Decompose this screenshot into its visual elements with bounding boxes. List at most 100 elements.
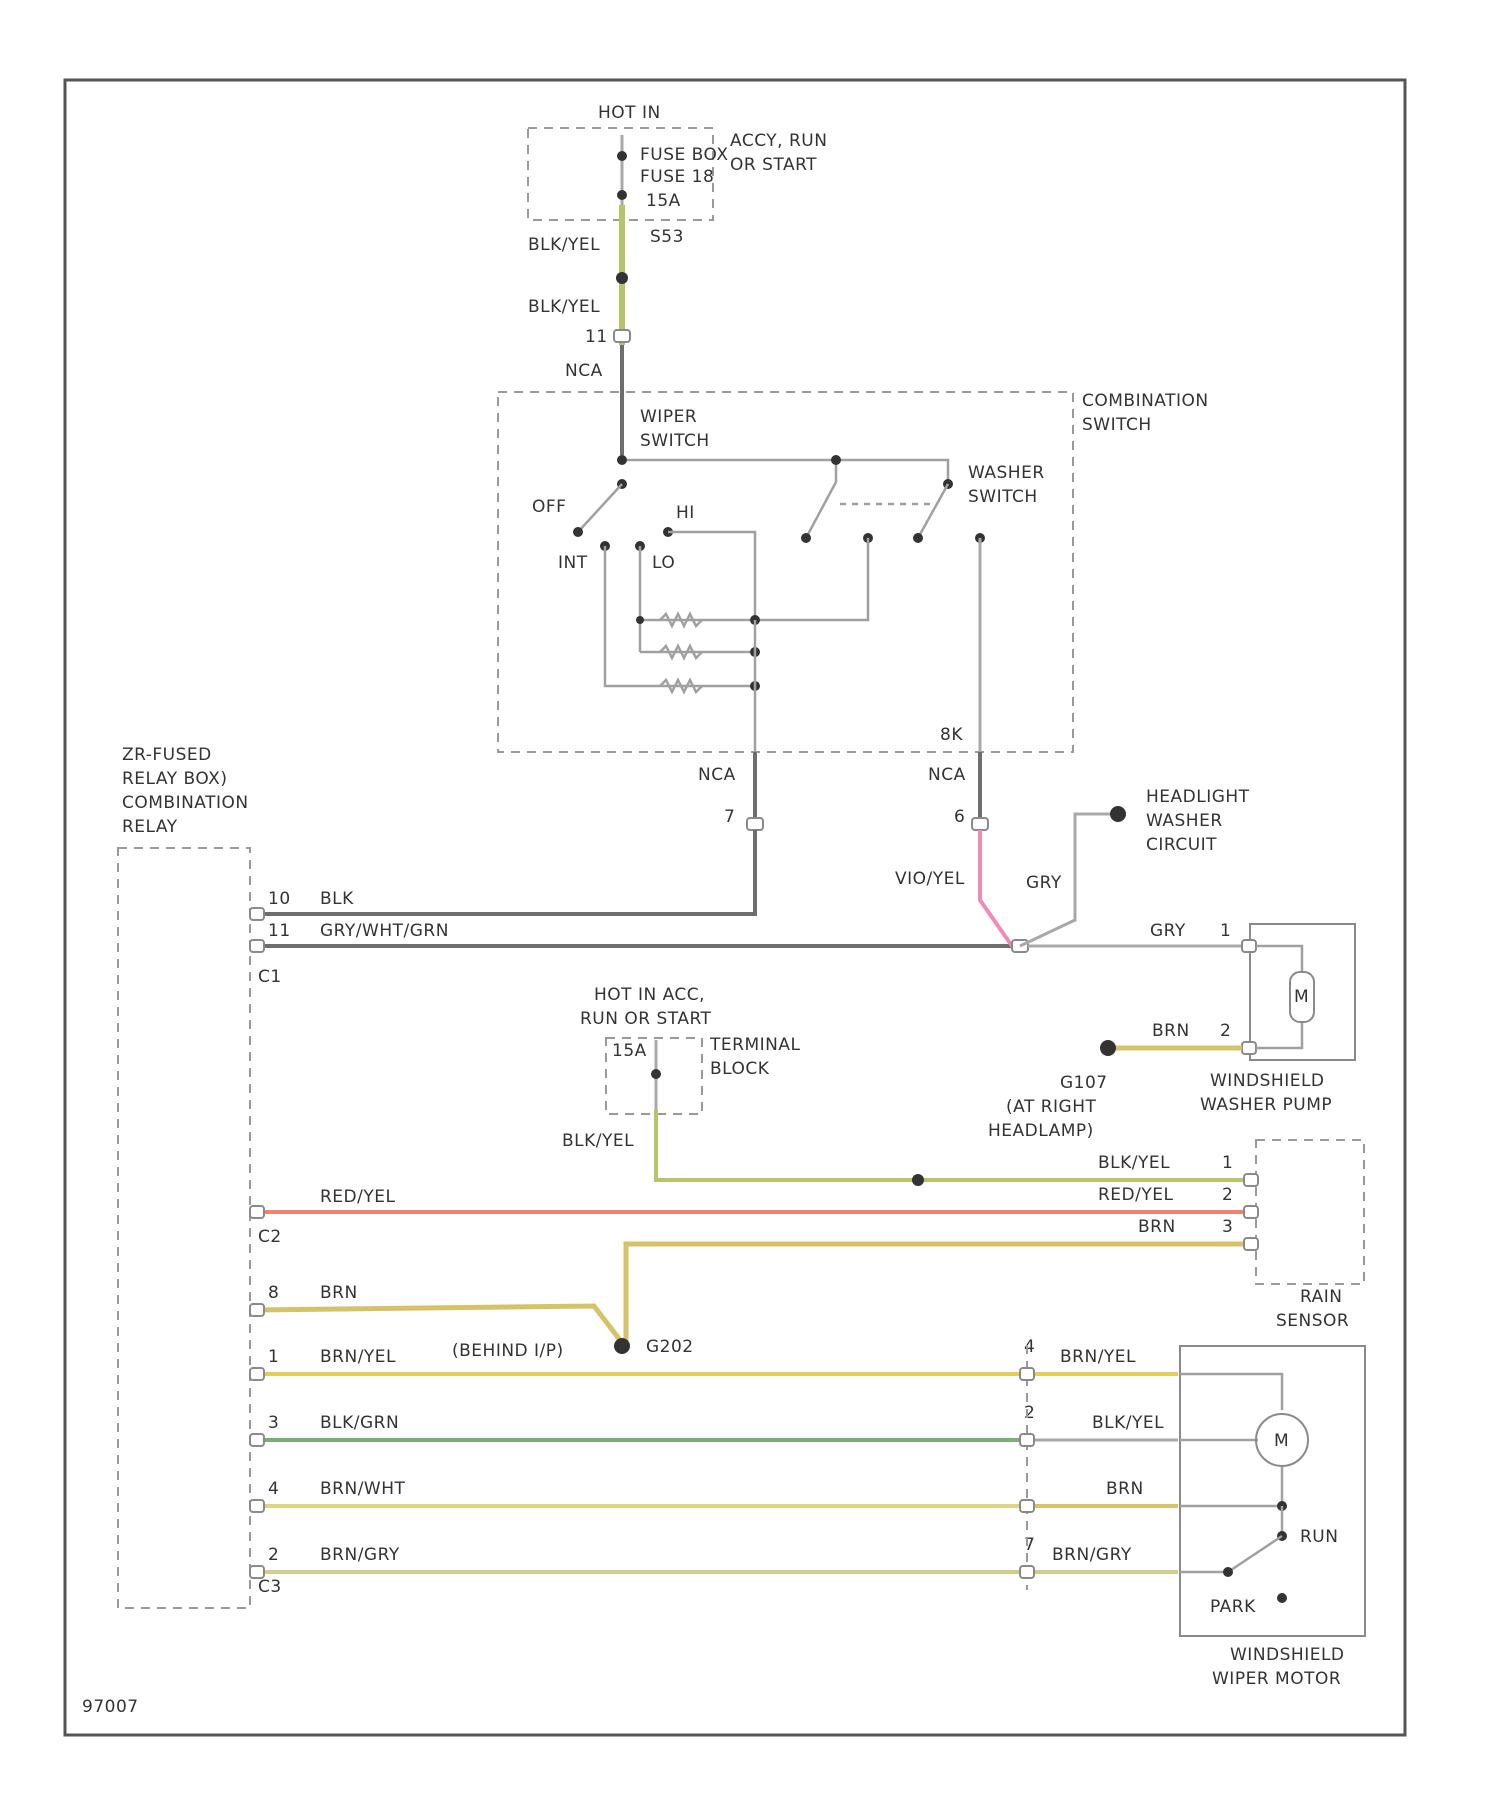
ground-g107 xyxy=(1100,1040,1116,1056)
relay-pin-red-yel xyxy=(250,1206,264,1218)
int-contact-wire xyxy=(605,546,640,686)
terminal-hot-label-2: RUN OR START xyxy=(580,1009,712,1029)
washer-switch-label-1: WASHER xyxy=(968,463,1045,483)
pump-internal-wire xyxy=(1256,946,1302,972)
connector-pin-6 xyxy=(972,818,988,830)
pos-lo-label: LO xyxy=(652,553,675,573)
pump-pin-1 xyxy=(1242,940,1256,952)
terminal-hot-label-1: HOT IN ACC, xyxy=(594,985,705,1005)
rain-pin-3 xyxy=(1244,1238,1258,1250)
combination-relay-outline xyxy=(118,848,250,1608)
park-switch-blade xyxy=(1228,1536,1282,1572)
wiper-switch-label-1: WIPER xyxy=(640,407,697,427)
washer-switch-label-2: SWITCH xyxy=(968,487,1038,507)
out-pin-8k-label: 8K xyxy=(940,725,963,745)
diagram-frame xyxy=(65,80,1405,1735)
or-start-label: OR START xyxy=(730,155,817,175)
relay-label-4: RELAY xyxy=(122,817,178,837)
relay-pin-2 xyxy=(250,1566,264,1578)
wire-brn-gry-label: BRN/GRY xyxy=(320,1545,400,1565)
connector-pin-7 xyxy=(747,818,763,830)
wire-blk-yel-label-1: BLK/YEL xyxy=(528,235,600,255)
nca-left-label: NCA xyxy=(698,765,736,785)
wire-gry-pump-pin: 1 xyxy=(1220,921,1231,941)
ground-g107-label: G107 xyxy=(1060,1073,1108,1093)
wire-brn-yel-right-label: BRN/YEL xyxy=(1060,1347,1136,1367)
wiper-run-label: RUN xyxy=(1300,1527,1338,1547)
wire-gry-pump-label: GRY xyxy=(1150,921,1186,941)
terminal-block-label-1: TERMINAL xyxy=(709,1035,800,1055)
wire-brn-yel-right-pin: 4 xyxy=(1024,1337,1035,1357)
resistor-node-1 xyxy=(636,616,644,624)
splice-label: S53 xyxy=(650,227,684,247)
wire-brn-rain-label: BRN xyxy=(1138,1217,1176,1237)
relay-c2-label: C2 xyxy=(258,1227,282,1247)
wire-brn-relay-pin: 8 xyxy=(268,1283,279,1303)
relay-pin-4 xyxy=(250,1500,264,1512)
wire-blk-pin: 10 xyxy=(268,889,291,909)
wiper-park-label: PARK xyxy=(1210,1597,1256,1617)
pos-int-label: INT xyxy=(558,553,588,573)
wiper-switch-blade xyxy=(578,484,622,532)
wire-brn-wht-label: BRN/WHT xyxy=(320,1479,406,1499)
rain-pin-1 xyxy=(1244,1174,1258,1186)
park-pivot xyxy=(1223,1567,1233,1577)
relay-c1-label: C1 xyxy=(258,967,282,987)
rain-pin-2 xyxy=(1244,1206,1258,1218)
wire-blk-grn-right-pin: 2 xyxy=(1024,1403,1035,1423)
washer-pump-label-1: WINDSHIELD xyxy=(1210,1071,1325,1091)
washer-contact-1 xyxy=(801,533,811,543)
wire-gry-up-label: GRY xyxy=(1026,873,1062,893)
motor-conn-2 xyxy=(1020,1434,1034,1446)
hot-in-label: HOT IN xyxy=(598,103,661,123)
relay-label-1: ZR-FUSED xyxy=(122,745,212,765)
wire-brn-wht-right-label: BRN xyxy=(1106,1479,1144,1499)
switch-common-bus xyxy=(622,455,948,484)
fuse-top-terminal xyxy=(617,151,627,161)
wire-vio-yel xyxy=(980,830,1012,946)
wire-brn-gry-right-pin: 7 xyxy=(1024,1535,1035,1555)
terminal-amp-label: 15A xyxy=(612,1041,647,1061)
washer-switch-blade-2 xyxy=(918,484,948,538)
relay-pin-8 xyxy=(250,1304,264,1316)
wire-blk-yel-rain-label: BLK/YEL xyxy=(1098,1153,1170,1173)
wire-blk-yel-rain-pin: 1 xyxy=(1222,1153,1233,1173)
washer-contact-3 xyxy=(913,533,923,543)
wire-brn-yel-pin: 1 xyxy=(268,1347,279,1367)
headlight-label-1: HEADLIGHT xyxy=(1146,787,1250,807)
ground-g107-label-3: HEADLAMP) xyxy=(988,1121,1094,1141)
wiper-motor-label-2: WIPER MOTOR xyxy=(1212,1669,1341,1689)
connector-pin-11 xyxy=(614,330,630,342)
pin-6-label: 6 xyxy=(954,807,965,827)
wire-brn-relay-label: BRN xyxy=(320,1283,358,1303)
relay-pin-3 xyxy=(250,1434,264,1446)
wire-blk-yel-label-2: BLK/YEL xyxy=(528,297,600,317)
pin-7-label: 7 xyxy=(724,807,735,827)
washer-switch-blade-1 xyxy=(806,482,836,538)
relay-pin-10 xyxy=(250,908,264,920)
wire-red-yel-left-label: RED/YEL xyxy=(320,1187,395,1207)
wire-blk-grn-right-label: BLK/YEL xyxy=(1092,1413,1164,1433)
wiper-motor-box xyxy=(1180,1346,1365,1636)
motor-conn-4 xyxy=(1020,1566,1034,1578)
relay-c3-label: C3 xyxy=(258,1577,282,1597)
headlight-label-3: CIRCUIT xyxy=(1146,835,1217,855)
fuse-box-label: FUSE BOX xyxy=(640,145,728,165)
wire-gry-wht-grn-pin: 11 xyxy=(268,921,291,941)
motor-conn-1 xyxy=(1020,1368,1034,1380)
washer-return-wire xyxy=(755,538,868,620)
rain-sensor-label-2: SENSOR xyxy=(1276,1311,1349,1331)
motor-wire-top xyxy=(1180,1374,1282,1410)
pump-motor-label: M xyxy=(1294,987,1309,1007)
rain-sensor-label-1: RAIN xyxy=(1300,1287,1342,1307)
relay-pin-1 xyxy=(250,1368,264,1380)
wire-brn-wht-pin: 4 xyxy=(268,1479,279,1499)
diagram-id: 97007 xyxy=(82,1697,139,1717)
bus-node-1 xyxy=(617,455,627,465)
bus-node-2 xyxy=(831,455,841,465)
hi-contact-wire xyxy=(668,532,755,620)
terminal-fuse-terminal xyxy=(651,1069,661,1079)
splice-dot xyxy=(616,272,628,284)
wire-blk-yel-term-label: BLK/YEL xyxy=(562,1131,634,1151)
pos-hi-label: HI xyxy=(676,503,695,523)
